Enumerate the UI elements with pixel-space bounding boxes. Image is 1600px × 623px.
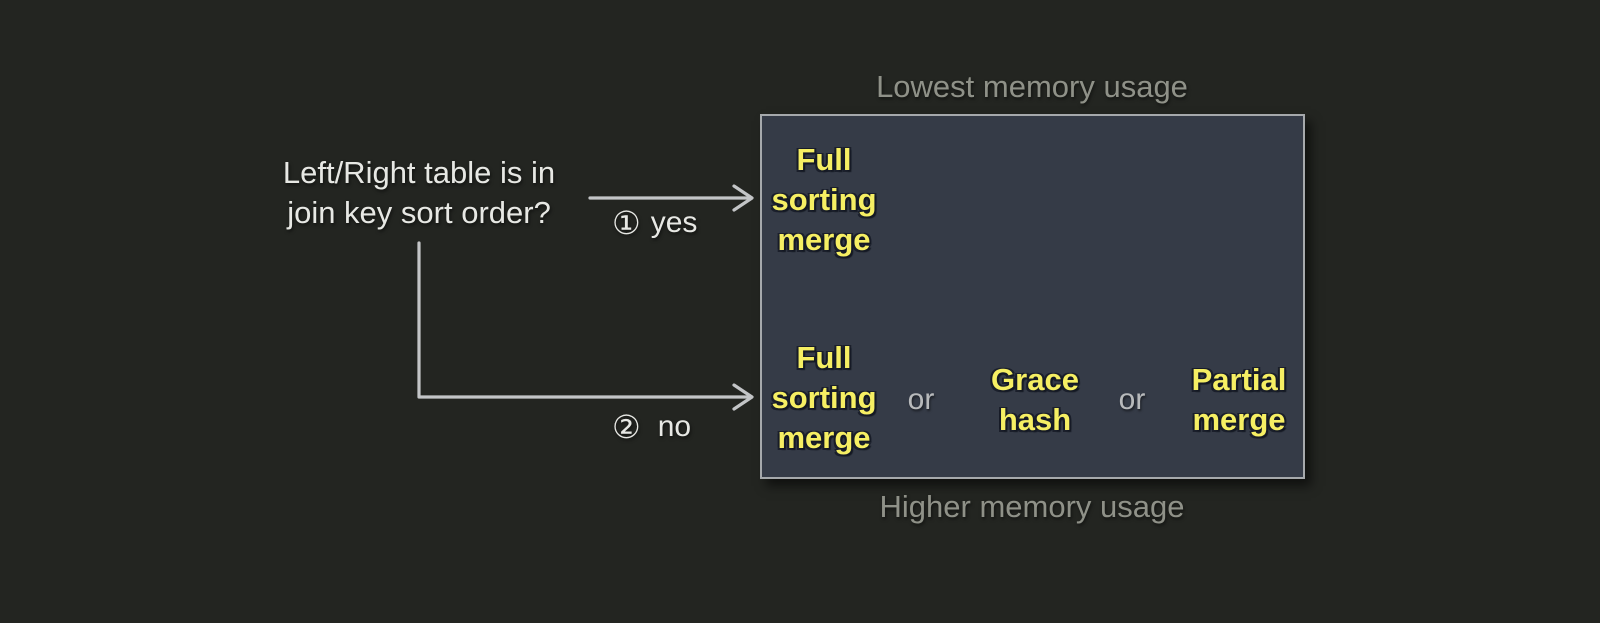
algorithm-full-sorting-merge-sorted: Full sorting merge bbox=[771, 142, 877, 257]
or-separator-1: or bbox=[907, 383, 935, 416]
algorithm-full-sorting-merge-unsorted: Full sorting merge bbox=[771, 340, 877, 455]
branch-yes-text: yes bbox=[650, 206, 698, 239]
yes-arrow-head bbox=[732, 184, 754, 212]
algorithm-grace-hash: Grace hash bbox=[991, 362, 1079, 437]
no-elbow-line bbox=[417, 241, 750, 399]
algorithm-partial-merge: Partial merge bbox=[1191, 362, 1287, 437]
caption-lowest-memory: Lowest memory usage bbox=[876, 69, 1188, 104]
or-separator-2: or bbox=[1118, 383, 1146, 416]
branch-no-text: no bbox=[657, 410, 692, 443]
circled-one-icon: ① bbox=[612, 205, 641, 241]
branch-label-no: ② no bbox=[612, 407, 691, 447]
caption-higher-memory: Higher memory usage bbox=[879, 489, 1185, 524]
branch-label-yes: ① yes bbox=[612, 203, 697, 243]
algorithm-box: Full sorting merge Full sorting merge or… bbox=[760, 114, 1305, 479]
question-text: Left/Right table is in join key sort ord… bbox=[282, 155, 556, 230]
no-arrow-head bbox=[732, 383, 754, 411]
circled-two-icon: ② bbox=[612, 409, 641, 445]
